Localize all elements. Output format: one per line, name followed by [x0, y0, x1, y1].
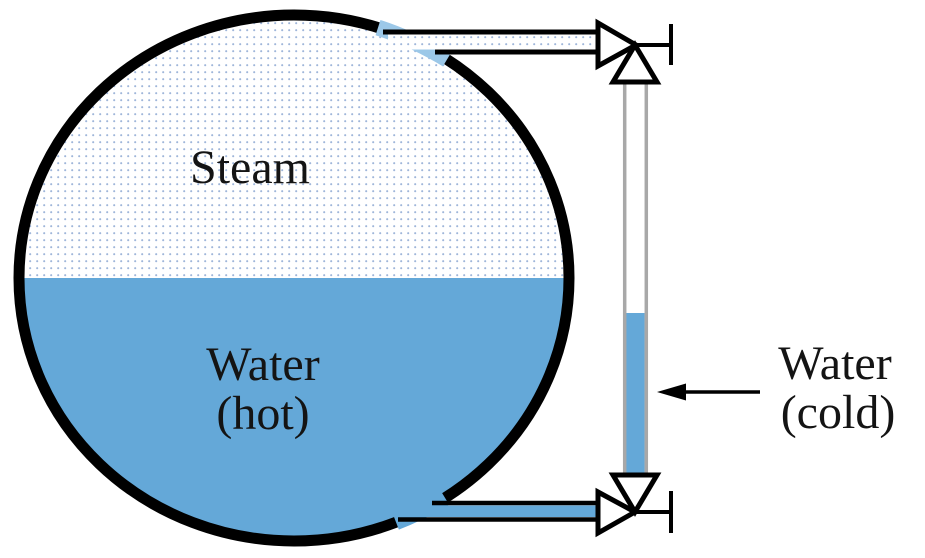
hot-water-label-line1: Water: [206, 338, 319, 391]
cold-water-label-line1: Water: [778, 337, 891, 390]
steam-pipe-fill: [388, 34, 602, 50]
steam-outlet-pipe: [383, 29, 602, 55]
hot-water-pipe-fill: [402, 505, 602, 517]
cold-water-label-line2: (cold): [781, 386, 896, 439]
cold-water-valve: [595, 472, 673, 538]
cold-water-arrow: [657, 383, 760, 401]
steam-valve-branch-triangle: [608, 40, 662, 85]
hot-water-label-line2: (hot): [216, 387, 309, 440]
hot-water-pipe: [398, 500, 602, 522]
cold-water-valve-branch-triangle: [608, 472, 662, 517]
tank-outline: [13, 9, 575, 547]
tank: [13, 9, 575, 547]
vertical-pipe-water-fill: [626, 313, 645, 476]
steam-label: Steam: [190, 141, 310, 194]
vertical-pipe: [622, 80, 649, 477]
steam-valve-body-triangle: [595, 18, 642, 71]
cold-water-valve-body-triangle: [595, 487, 641, 538]
cold-water-arrow-head: [657, 383, 686, 401]
steam-valve: [595, 18, 673, 85]
